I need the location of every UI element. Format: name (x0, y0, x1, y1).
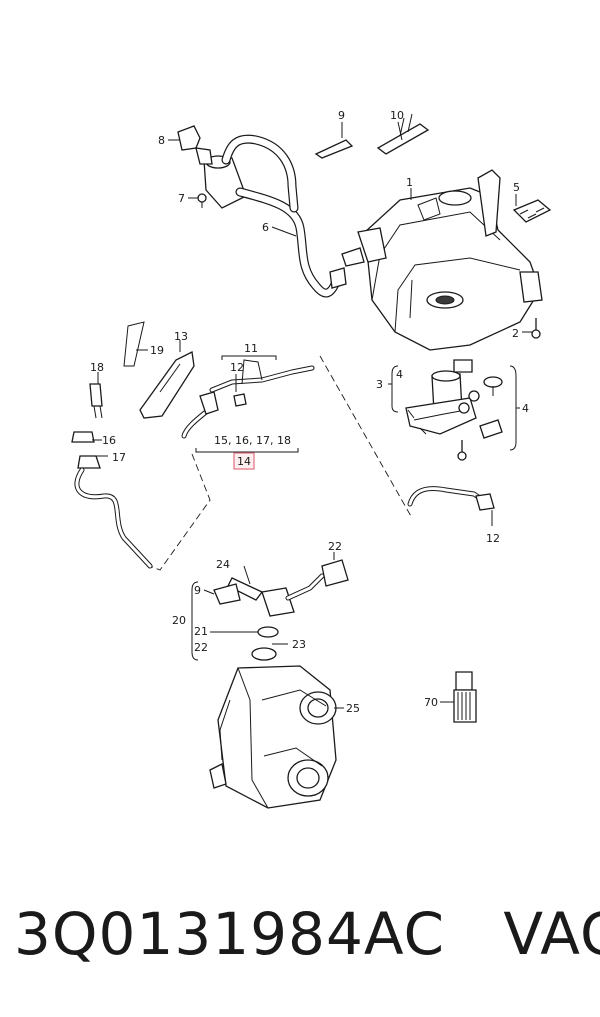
callout-4a: 4 (396, 368, 403, 381)
right-pipe (407, 486, 495, 526)
callout-1: 1 (406, 176, 413, 189)
pump-module (388, 359, 520, 461)
callout-11: 11 (244, 342, 258, 355)
fluid-bottle (453, 671, 477, 723)
sensor-block (512, 199, 552, 223)
left-small-parts (71, 383, 153, 569)
callout-13: 13 (174, 330, 188, 343)
callout-3: 3 (376, 378, 383, 391)
callout-15-18: 15, 16, 17, 18 (214, 434, 291, 447)
callout-22b: 22 (328, 540, 342, 553)
callout-20: 20 (172, 614, 186, 627)
callout-5: 5 (513, 181, 520, 194)
callout-2: 2 (512, 327, 519, 340)
clip-9-top (314, 122, 354, 159)
footer-caption: 3Q0131984AC VAG (14, 900, 600, 968)
clip-10 (376, 113, 430, 155)
callout-9a: 9 (338, 109, 345, 122)
callout-25: 25 (346, 702, 360, 715)
callout-21: 21 (194, 625, 208, 638)
callout-23: 23 (292, 638, 306, 651)
callout-19: 19 (150, 344, 164, 357)
brand-name: VAG (503, 900, 600, 968)
callout-24: 24 (216, 558, 230, 571)
callout-14: 14 (237, 455, 251, 468)
callout-7: 7 (178, 192, 185, 205)
callout-6: 6 (262, 221, 269, 234)
callout-4b: 4 (522, 402, 529, 415)
callout-labels: 1 2 3 4 4 5 6 7 8 9 9 10 11 12 12 13 15,… (90, 109, 529, 715)
callout-70: 70 (424, 696, 438, 709)
tank-assembly (357, 169, 543, 351)
callout-9b: 9 (194, 584, 201, 597)
pipe-assembly (123, 321, 413, 571)
callout-17: 17 (112, 451, 126, 464)
callout-10: 10 (390, 109, 404, 122)
callout-12a: 12 (230, 361, 244, 374)
part-number: 3Q0131984AC (14, 900, 446, 968)
callout-8: 8 (158, 134, 165, 147)
callout-16: 16 (102, 434, 116, 447)
callout-14-highlight (233, 452, 255, 470)
leader-lines (92, 139, 532, 709)
catalytic-converter (209, 665, 337, 809)
exploded-parts-diagram: 1 2 3 4 4 5 6 7 8 9 9 10 11 12 12 13 15,… (71, 109, 552, 809)
callout-18: 18 (90, 361, 104, 374)
bolt-2 (531, 318, 541, 339)
callout-22a: 22 (194, 641, 208, 654)
filler-neck (177, 125, 365, 298)
callout-12b: 12 (486, 532, 500, 545)
dosing-module (191, 552, 349, 661)
